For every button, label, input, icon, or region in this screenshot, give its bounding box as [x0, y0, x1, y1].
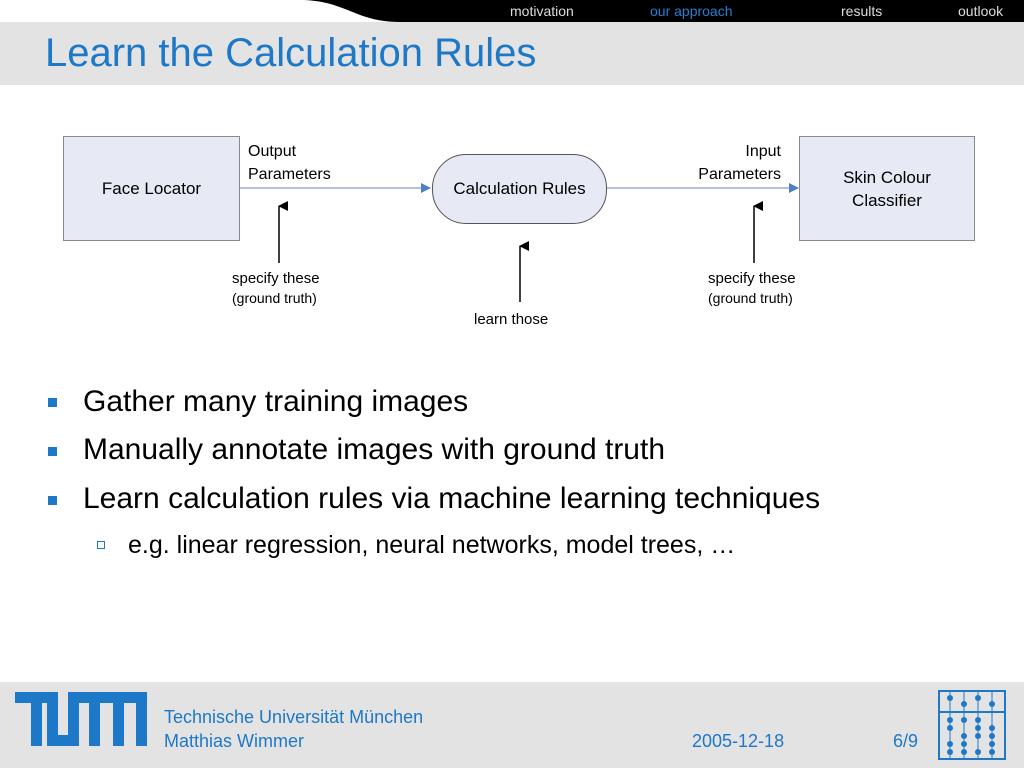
nav-item-motivation[interactable]: motivation	[510, 3, 574, 19]
calculation-rules-node: Calculation Rules	[432, 154, 607, 224]
nav-item-outlook[interactable]: outlook	[958, 3, 1004, 19]
presentation-date: 2005-12-18	[692, 731, 785, 751]
bullet-square-icon	[48, 447, 57, 456]
skin-colour-line1: Skin Colour	[843, 167, 931, 187]
pipeline-diagram: Face Locator Output Parameters Calculati…	[0, 100, 1024, 360]
title-band: Learn the Calculation Rules	[0, 22, 1024, 85]
bullet-item-1: Gather many training images	[83, 385, 469, 418]
university-name: Technische Universität München	[164, 707, 424, 727]
learn-those-label: learn those	[474, 311, 549, 328]
sub-bullet-square-icon	[97, 541, 105, 549]
nav-item-our-approach[interactable]: our approach	[650, 3, 733, 19]
output-parameters-line1: Output	[248, 143, 297, 160]
skin-colour-classifier-label: Skin Colour Classifier	[843, 166, 931, 212]
output-parameters-line2: Parameters	[248, 166, 331, 183]
calculation-rules-label: Calculation Rules	[453, 179, 586, 198]
bullet-square-icon	[48, 398, 57, 407]
nav-item-results[interactable]: results	[841, 3, 883, 19]
output-parameters-label: Output Parameters	[248, 140, 331, 186]
tum-logo	[15, 692, 147, 746]
bullet-item-2: Manually annotate images with ground tru…	[83, 433, 666, 466]
bullet-item-3: Learn calculation rules via machine lear…	[83, 482, 821, 515]
bullet-square-icon	[48, 496, 57, 505]
ground-truth-right: (ground truth)	[708, 290, 793, 306]
ground-truth-left: (ground truth)	[232, 290, 317, 306]
nav-bar-background	[0, 0, 1024, 22]
face-locator-label: Face Locator	[101, 179, 202, 198]
top-navigation-bar: motivation our approach results outlook	[0, 0, 1024, 22]
specify-these-right: specify these	[708, 270, 796, 287]
input-parameters-line1: Input	[745, 143, 781, 160]
page-number: 6/9	[893, 731, 919, 751]
input-parameters-label: Input Parameters	[680, 140, 781, 186]
sub-bullet-item: e.g. linear regression, neural networks,…	[128, 531, 736, 559]
footer-bar: Technische Universität München Matthias …	[0, 682, 1024, 768]
author-name: Matthias Wimmer	[164, 731, 305, 751]
slide-title: Learn the Calculation Rules	[45, 31, 537, 75]
skin-colour-classifier-box: Skin Colour Classifier	[799, 136, 975, 241]
skin-colour-line2: Classifier	[852, 190, 922, 210]
diagram-arrows	[240, 183, 799, 302]
input-parameters-line2: Parameters	[698, 166, 781, 183]
abacus-logo-icon	[938, 690, 1006, 760]
face-locator-box: Face Locator	[63, 136, 240, 241]
specify-these-left: specify these	[232, 270, 320, 287]
